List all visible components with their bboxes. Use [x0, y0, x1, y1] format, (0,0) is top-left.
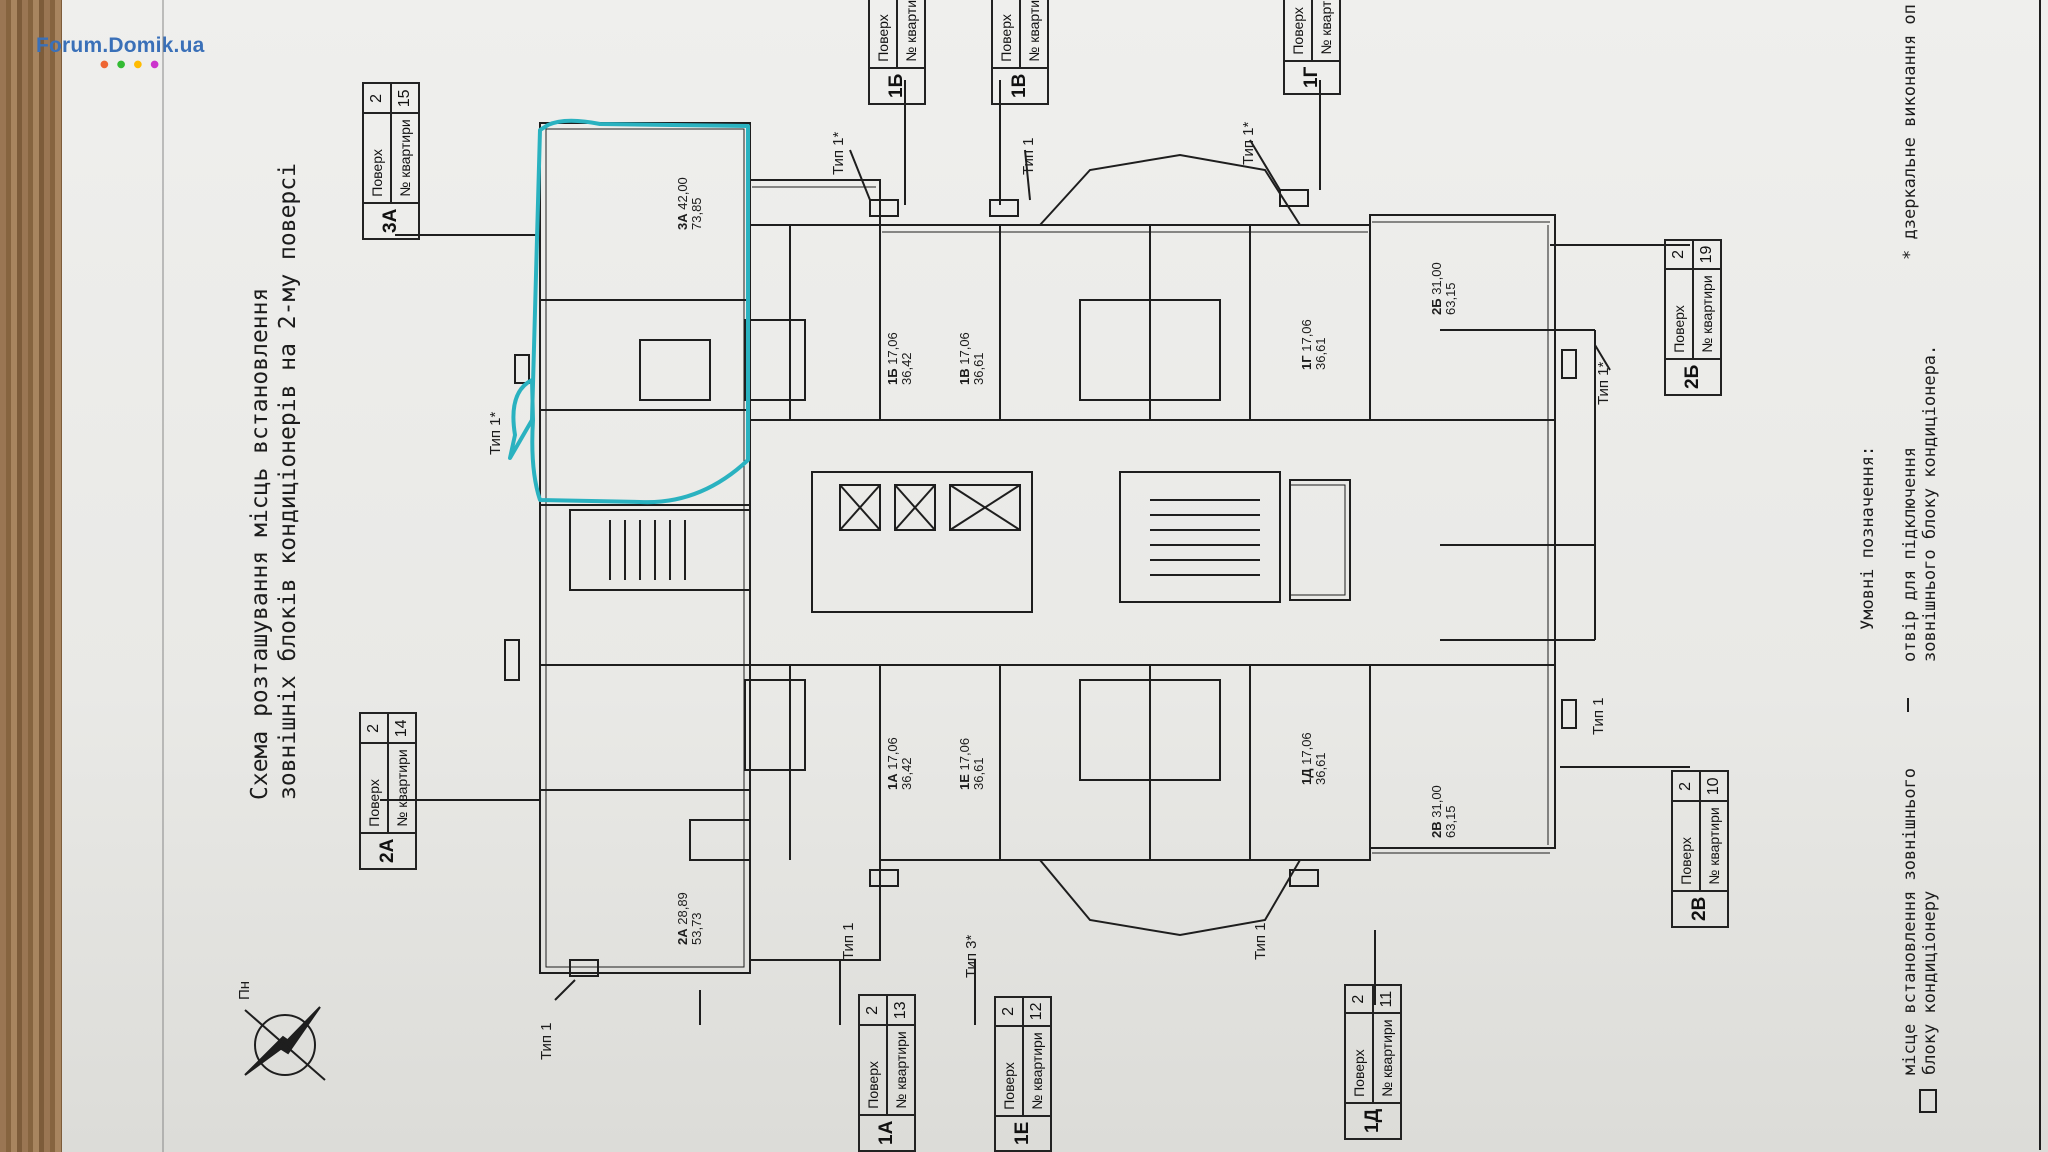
apartment-table-1B: 1БПоверх2 № квартири	[868, 0, 926, 105]
type-label: Тип 1	[1252, 922, 1269, 960]
wooden-table-edge	[0, 0, 70, 1152]
compass-north-label: Пн	[236, 980, 253, 1000]
watermark-logo: Forum.Domik.ua	[36, 34, 205, 57]
type-label: Тип 3*	[963, 934, 980, 978]
left-wing-outline	[539, 122, 751, 974]
apartment-table-1G: 1ГПоверх2 № квартири	[1283, 0, 1341, 95]
type-label: Тип 1*	[1240, 121, 1257, 165]
type-label: Тип 1*	[1595, 361, 1612, 405]
paper-sheet	[62, 0, 2048, 1152]
type-label: Тип 1*	[487, 411, 504, 455]
type-label: Тип 1	[1020, 137, 1037, 175]
highlighted-apartment-3A	[508, 118, 750, 505]
lift-core	[811, 471, 1033, 613]
type-label: Тип 1*	[830, 131, 847, 175]
stair-core	[1119, 471, 1281, 603]
type-label: Тип 1	[840, 922, 857, 960]
apartment-table-1V: 1ВПоверх2 № квартири	[991, 0, 1049, 105]
type-label: Тип 1	[1590, 697, 1607, 735]
legend-item-mirror: * дзеркальне виконання оп	[1900, 4, 1920, 260]
type-label: Тип 1	[538, 1022, 555, 1060]
compass-rose	[244, 1006, 326, 1081]
watermark-dots: ●●●●	[100, 59, 167, 70]
legend-heading: Умовні позначення:	[1858, 445, 1878, 630]
legend-ac-symbol	[1919, 1089, 1937, 1113]
